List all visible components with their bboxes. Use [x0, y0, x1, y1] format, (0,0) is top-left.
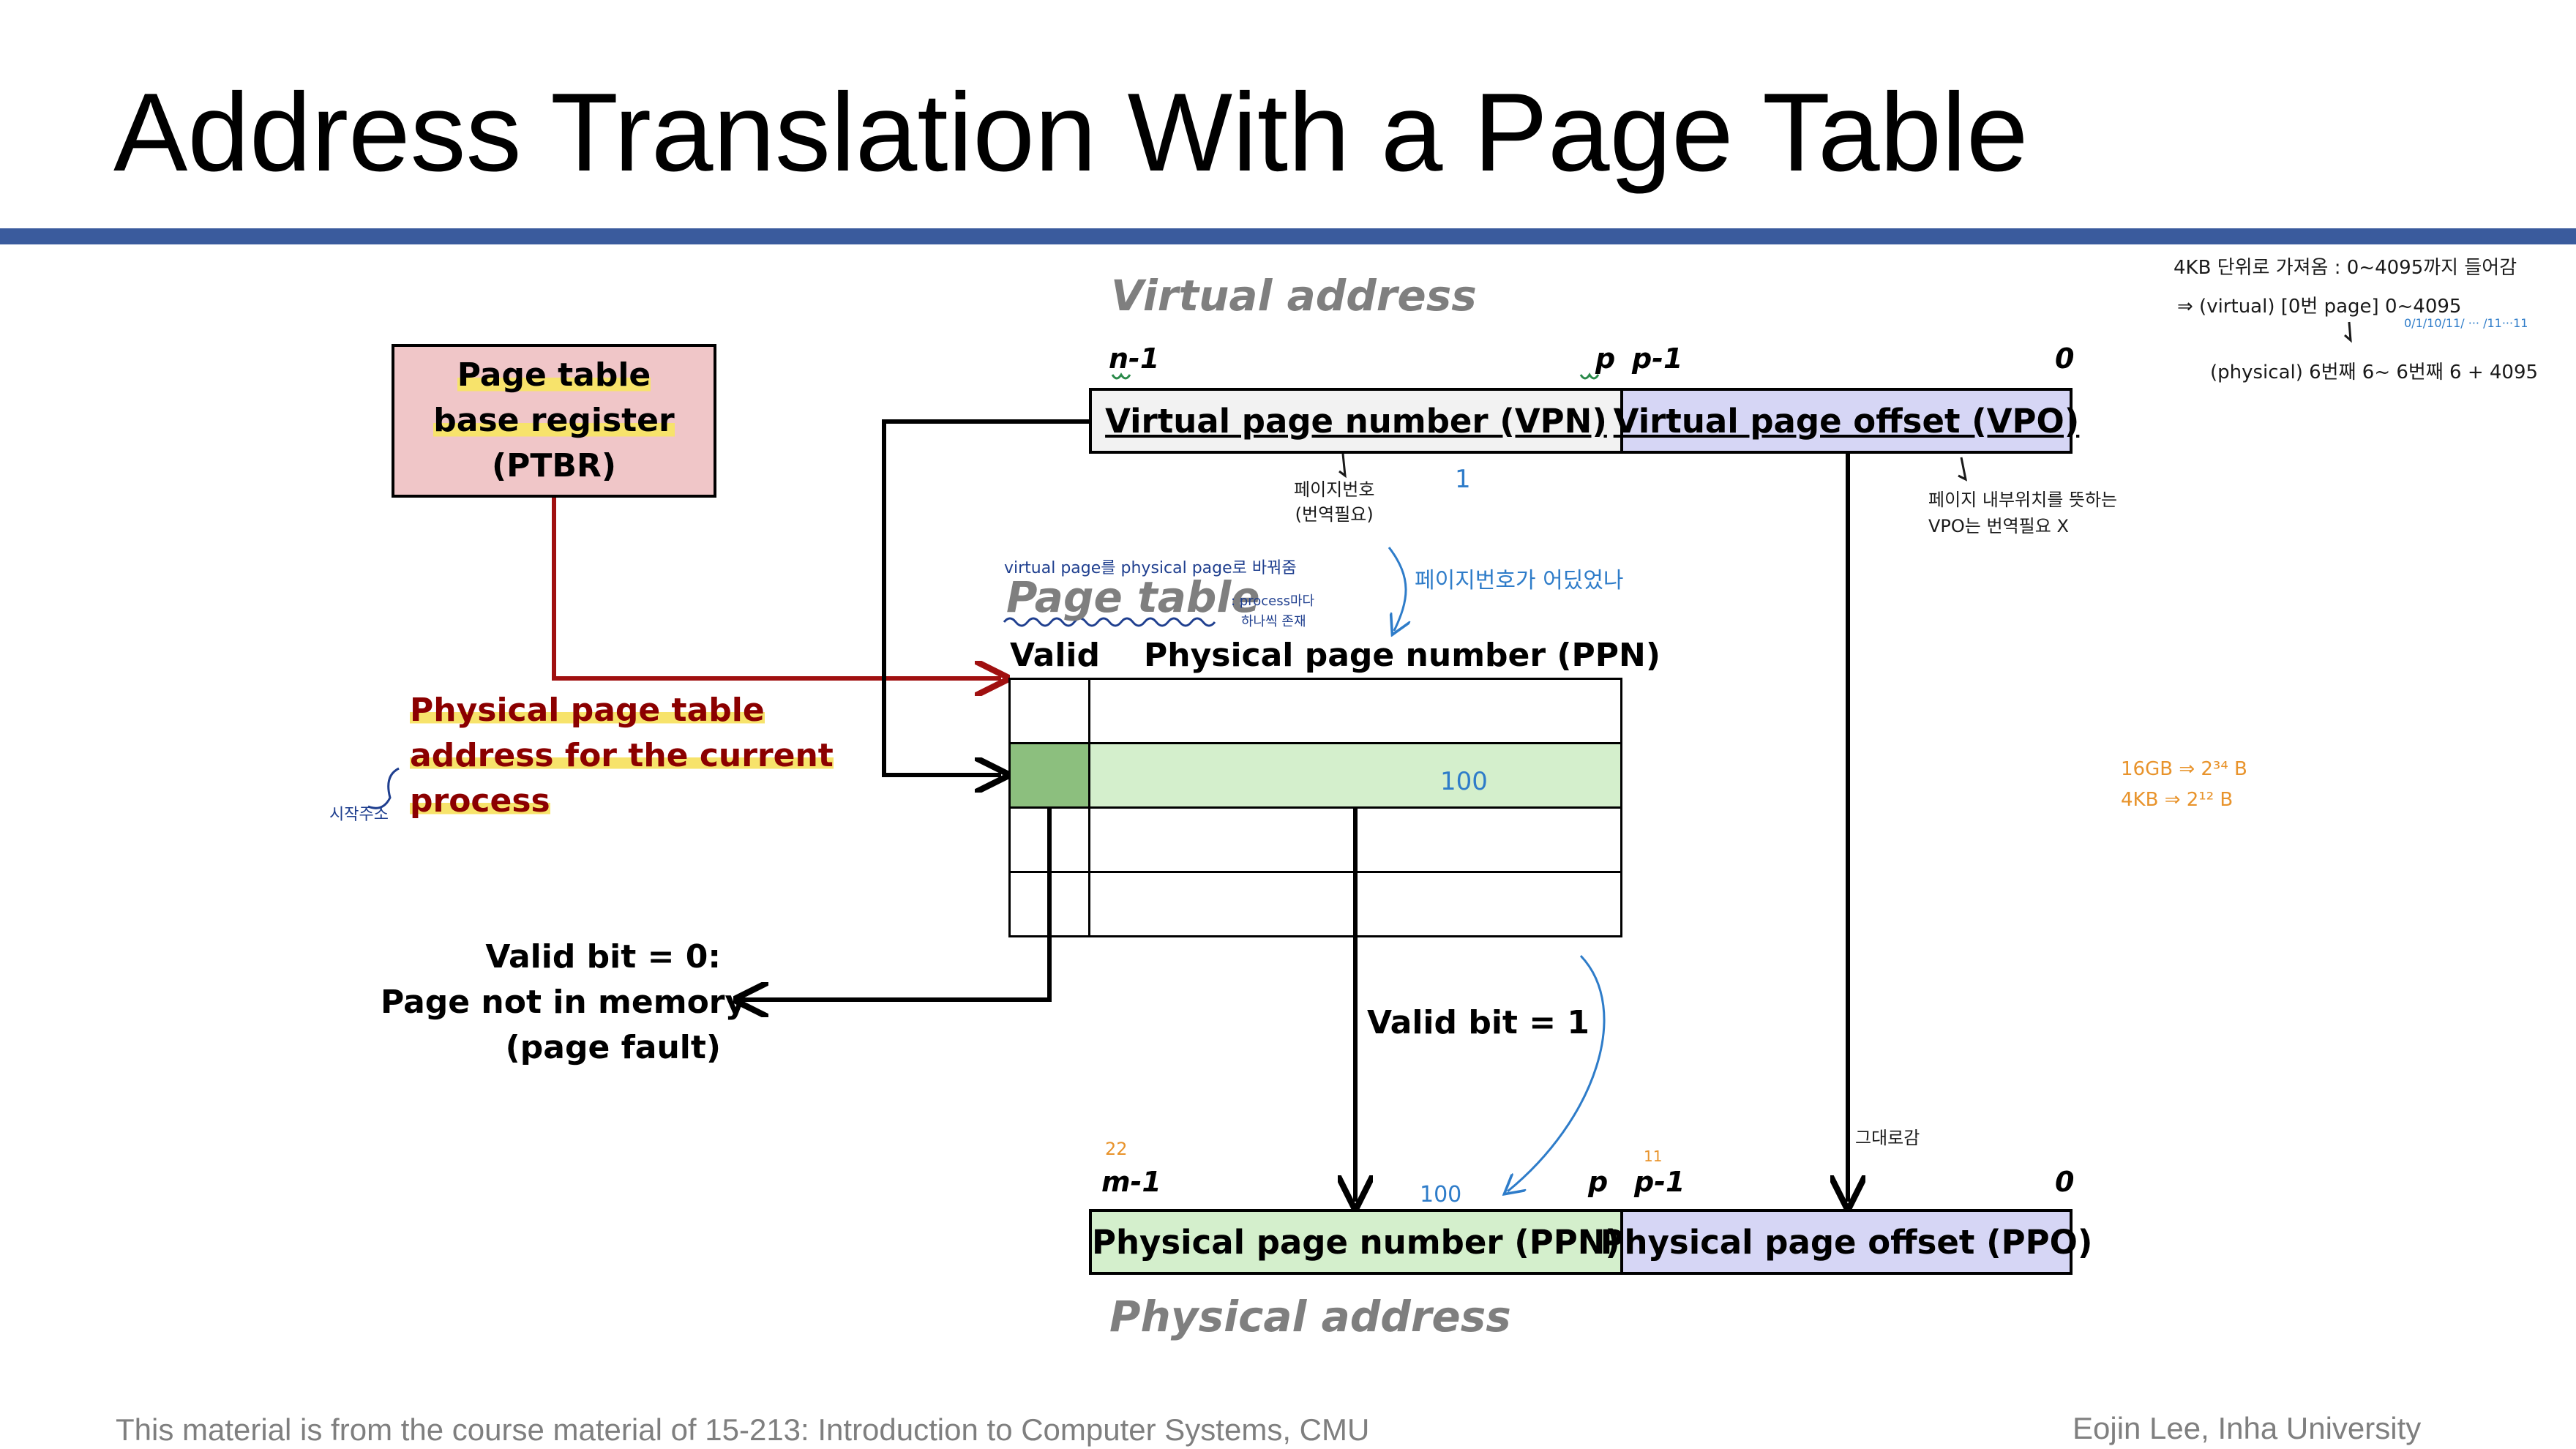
pt-row-4-valid	[1008, 871, 1090, 937]
ptbr-note-line2: address for the current	[410, 737, 834, 774]
pt-row-3-valid	[1008, 806, 1090, 873]
hand-note-process-2: 하나씩 존재	[1241, 614, 1306, 629]
va-bit-p: p	[1595, 342, 1616, 375]
valid0-line3: (page fault)	[505, 1029, 721, 1066]
pa-bit-p-1: p-1	[1634, 1166, 1685, 1198]
hand-note-sizes-1: 16GB ⇒ 2³⁴ B	[2121, 758, 2247, 780]
hand-note-hundred-2: 100	[1420, 1182, 1462, 1208]
va-bit-p-1: p-1	[1632, 342, 1683, 375]
hand-underline-page-table	[1003, 617, 1216, 627]
hand-tick-p	[1579, 372, 1600, 380]
footer-author: Eojin Lee, Inha University	[2073, 1411, 2422, 1445]
vpn-arrow	[882, 419, 1090, 775]
hand-curve-arrow-2	[1508, 954, 1606, 1191]
hand-note-sizes: 16GB ⇒ 2³⁴ B 4KB ⇒ 2¹² B	[2121, 754, 2247, 815]
ptbr-arrow	[552, 498, 1001, 678]
hand-note-vpo-2: VPO는 번역필요 X	[1928, 516, 2069, 536]
ptbr-line1: Page table	[457, 353, 651, 398]
pt-row-2-ppn	[1088, 742, 1622, 809]
vpn-field: Virtual page number (VPN)	[1089, 388, 1623, 454]
hand-note-hundred-1: 100	[1440, 767, 1488, 796]
physical-ppn-field: Physical page number (PPN)	[1089, 1209, 1623, 1275]
vpo-label: Virtual page offset (VPO)	[1613, 401, 2080, 441]
ptbr-line3: (PTBR)	[492, 447, 616, 484]
hand-note-vpo: 페이지 내부위치를 뜻하는 VPO는 번역필요 X	[1928, 487, 2117, 539]
physical-ppo-field: Physical page offset (PPO)	[1600, 1209, 2092, 1275]
pt-row-2-valid	[1008, 742, 1090, 809]
page-table-label: Page table	[1006, 572, 1260, 622]
hand-note-start-address: 시작주소	[329, 806, 389, 824]
pa-bit-m-1: m-1	[1101, 1166, 1161, 1198]
hand-note-as-is: 그대로감	[1855, 1128, 1920, 1148]
valid0-line2: Page not in memory	[381, 984, 746, 1021]
page-fault-arrow	[742, 774, 1052, 1000]
hand-note-vpo-1: 페이지 내부위치를 뜻하는	[1928, 490, 2118, 510]
valid0-line1: Valid bit = 0:	[485, 938, 721, 976]
footer-credit: This material is from the course materia…	[116, 1412, 1370, 1447]
hand-tick-top-right	[2344, 321, 2352, 343]
ptbr-note-line1: Physical page table	[410, 692, 765, 729]
pt-row-4-ppn	[1088, 871, 1622, 937]
hand-note-vpn-1: 페이지번호	[1294, 479, 1375, 500]
virtual-address-label: Virtual address	[1111, 271, 1477, 321]
pt-row-1-ppn	[1088, 678, 1622, 744]
physical-ppn-label: Physical page number (PPN)	[1092, 1222, 1620, 1262]
hand-tick-vpo-down	[1958, 457, 1968, 482]
hand-tick-vpn-down	[1338, 453, 1347, 479]
valid-bit-0-note: Valid bit = 0: Page not in memory (page …	[381, 935, 746, 1071]
pa-bit-0: 0	[2055, 1166, 2075, 1198]
hand-note-top-right-1: 4KB 단위로 가져옴 : 0~4095까지 들어감	[2174, 257, 2517, 279]
pa-bit-p: p	[1588, 1166, 1609, 1198]
hand-note-process-1: : process마다	[1231, 594, 1315, 609]
hand-note-top-right-4: (physical) 6번째 6~ 6번째 6 + 4095	[2210, 362, 2539, 383]
hand-note-11: 11	[1644, 1147, 1663, 1165]
physical-address-label: Physical address	[1109, 1292, 1511, 1341]
hand-note-vpn: 페이지번호 (번역필요)	[1294, 477, 1374, 527]
physical-ppo-label: Physical page offset (PPO)	[1600, 1222, 2093, 1262]
ptbr-line2: base register	[433, 398, 675, 443]
valid-header: Valid	[1010, 637, 1100, 674]
ptbr-box: Page table base register (PTBR)	[392, 344, 716, 498]
hand-note-ppn-where: 페이지번호가 어딨었나	[1415, 568, 1624, 594]
hand-note-vp-to-pp: virtual page를 physical page로 바꿔줌	[1004, 559, 1297, 577]
hand-tick-n1	[1111, 372, 1131, 380]
hand-note-22: 22	[1105, 1139, 1128, 1159]
hand-curve-arrow-1	[1388, 547, 1406, 631]
vpo-field: Virtual page offset (VPO)	[1614, 388, 2079, 454]
pt-row-1-valid	[1008, 678, 1090, 744]
va-bit-0: 0	[2055, 342, 2075, 375]
page-title: Address Translation With a Page Table	[113, 70, 2029, 195]
vpn-label: Virtual page number (VPN)	[1105, 401, 1607, 441]
hand-note-sizes-2: 4KB ⇒ 2¹² B	[2121, 789, 2234, 811]
va-bit-n-1: n-1	[1109, 342, 1160, 375]
hand-squiggle-start	[367, 767, 400, 809]
hand-note-top-right-2: ⇒ (virtual) [0번 page] 0~4095	[2177, 296, 2462, 318]
hand-note-vpn-2: (번역필요)	[1295, 504, 1374, 525]
ptbr-note-line3: process	[410, 782, 550, 820]
ptbr-note: Physical page table address for the curr…	[410, 688, 834, 824]
title-divider	[0, 228, 2576, 244]
valid-bit-1-note: Valid bit = 1	[1367, 1004, 1590, 1041]
ppn-header: Physical page number (PPN)	[1144, 637, 1660, 674]
hand-note-one: 1	[1455, 465, 1471, 494]
pt-row-3-ppn	[1088, 806, 1622, 873]
hand-note-top-right-3: 0/1/10/11/ ··· /11···11	[2404, 316, 2528, 330]
hand-note-process: : process마다 하나씩 존재	[1231, 591, 1314, 632]
